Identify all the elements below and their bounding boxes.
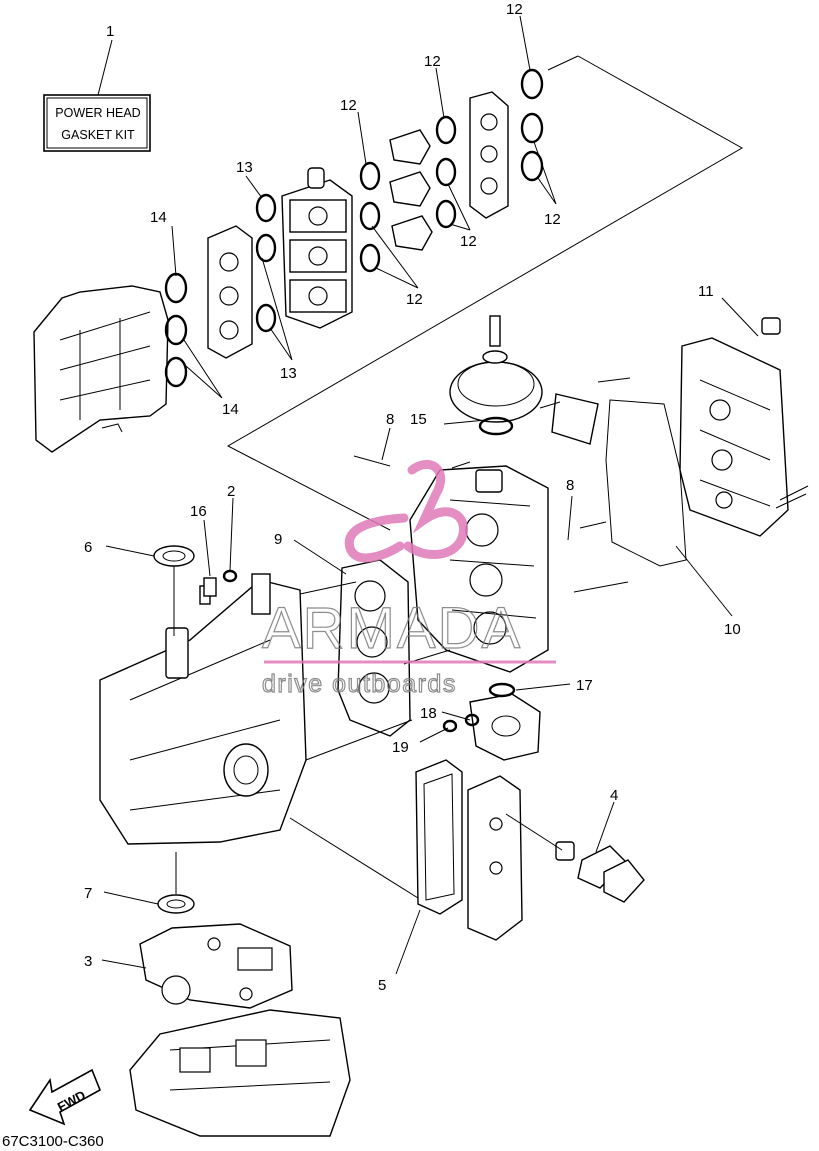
callout-19: 19 (392, 739, 409, 756)
exhaust-cover-gasket (415, 759, 463, 915)
cover-gasket-outline (605, 399, 687, 567)
oil-seal-lower (157, 894, 195, 914)
reed-valve-assembly (389, 129, 433, 251)
thermostat-housing (442, 682, 541, 761)
callout-17: 17 (576, 677, 593, 694)
kit-boundary-outline (226, 55, 744, 531)
kit-box-line2: GASKET KIT (61, 128, 135, 142)
callout-18: 18 (420, 705, 437, 722)
carburetor-assembly (281, 167, 353, 329)
exhaust-cover (33, 285, 169, 453)
callout-12c: 12 (340, 97, 357, 114)
diagram-code: 67C3100-C360 (2, 1133, 104, 1150)
lower-casing (129, 1009, 351, 1137)
power-head-gasket-kit-box: POWER HEAD GASKET KIT (43, 94, 151, 152)
cylinder-head-cover (679, 317, 789, 537)
base-gasket (139, 923, 293, 1009)
forward-arrow-icon: FWD (28, 1068, 102, 1126)
o-rings (164, 68, 544, 388)
watermark-tagline: drive outboards (262, 670, 457, 698)
callout-12b: 12 (424, 53, 441, 70)
intake-gasket-plate (469, 91, 509, 219)
callout-12a: 12 (506, 1, 523, 18)
callout-numbers: 1 2 3 4 5 6 7 8 8 9 10 11 12 12 12 12 12… (84, 1, 741, 994)
callout-15: 15 (410, 411, 427, 428)
callout-12f: 12 (406, 291, 423, 308)
callout-10: 10 (724, 621, 741, 638)
thermostat-cover-top (449, 315, 543, 436)
cylinder-block (409, 465, 549, 673)
washer (222, 569, 238, 583)
leader-lines (101, 15, 759, 975)
callout-5: 5 (378, 977, 386, 994)
armada-watermark: ARMADA drive outboards (261, 460, 556, 699)
callout-13a: 13 (236, 159, 253, 176)
watermark-brand: ARMADA (262, 596, 522, 661)
callout-3: 3 (84, 953, 92, 970)
crankcase (99, 573, 307, 845)
armada-logo-icon (344, 460, 469, 563)
callout-9: 9 (274, 531, 282, 548)
callout-14b: 14 (222, 401, 239, 418)
thermostat-cap (555, 841, 645, 903)
oil-seal-upper (153, 545, 195, 567)
callout-12e: 12 (460, 233, 477, 250)
kit-box-line1: POWER HEAD (55, 106, 140, 120)
callout-8a: 8 (386, 411, 394, 428)
exhaust-gasket-plate (207, 225, 253, 359)
callout-11: 11 (698, 283, 714, 300)
callout-2: 2 (227, 483, 235, 500)
callout-7: 7 (84, 885, 92, 902)
plug (203, 577, 217, 597)
callout-8b: 8 (566, 477, 574, 494)
callout-14a: 14 (150, 209, 167, 226)
callout-1: 1 (106, 23, 114, 40)
head-gasket (337, 559, 411, 737)
callout-16: 16 (190, 503, 207, 520)
callout-13b: 13 (280, 365, 297, 382)
small-plate (551, 393, 599, 445)
callout-4: 4 (610, 787, 618, 804)
exhaust-outer-cover (467, 775, 523, 941)
callout-6: 6 (84, 539, 92, 556)
callout-12d: 12 (544, 211, 561, 228)
